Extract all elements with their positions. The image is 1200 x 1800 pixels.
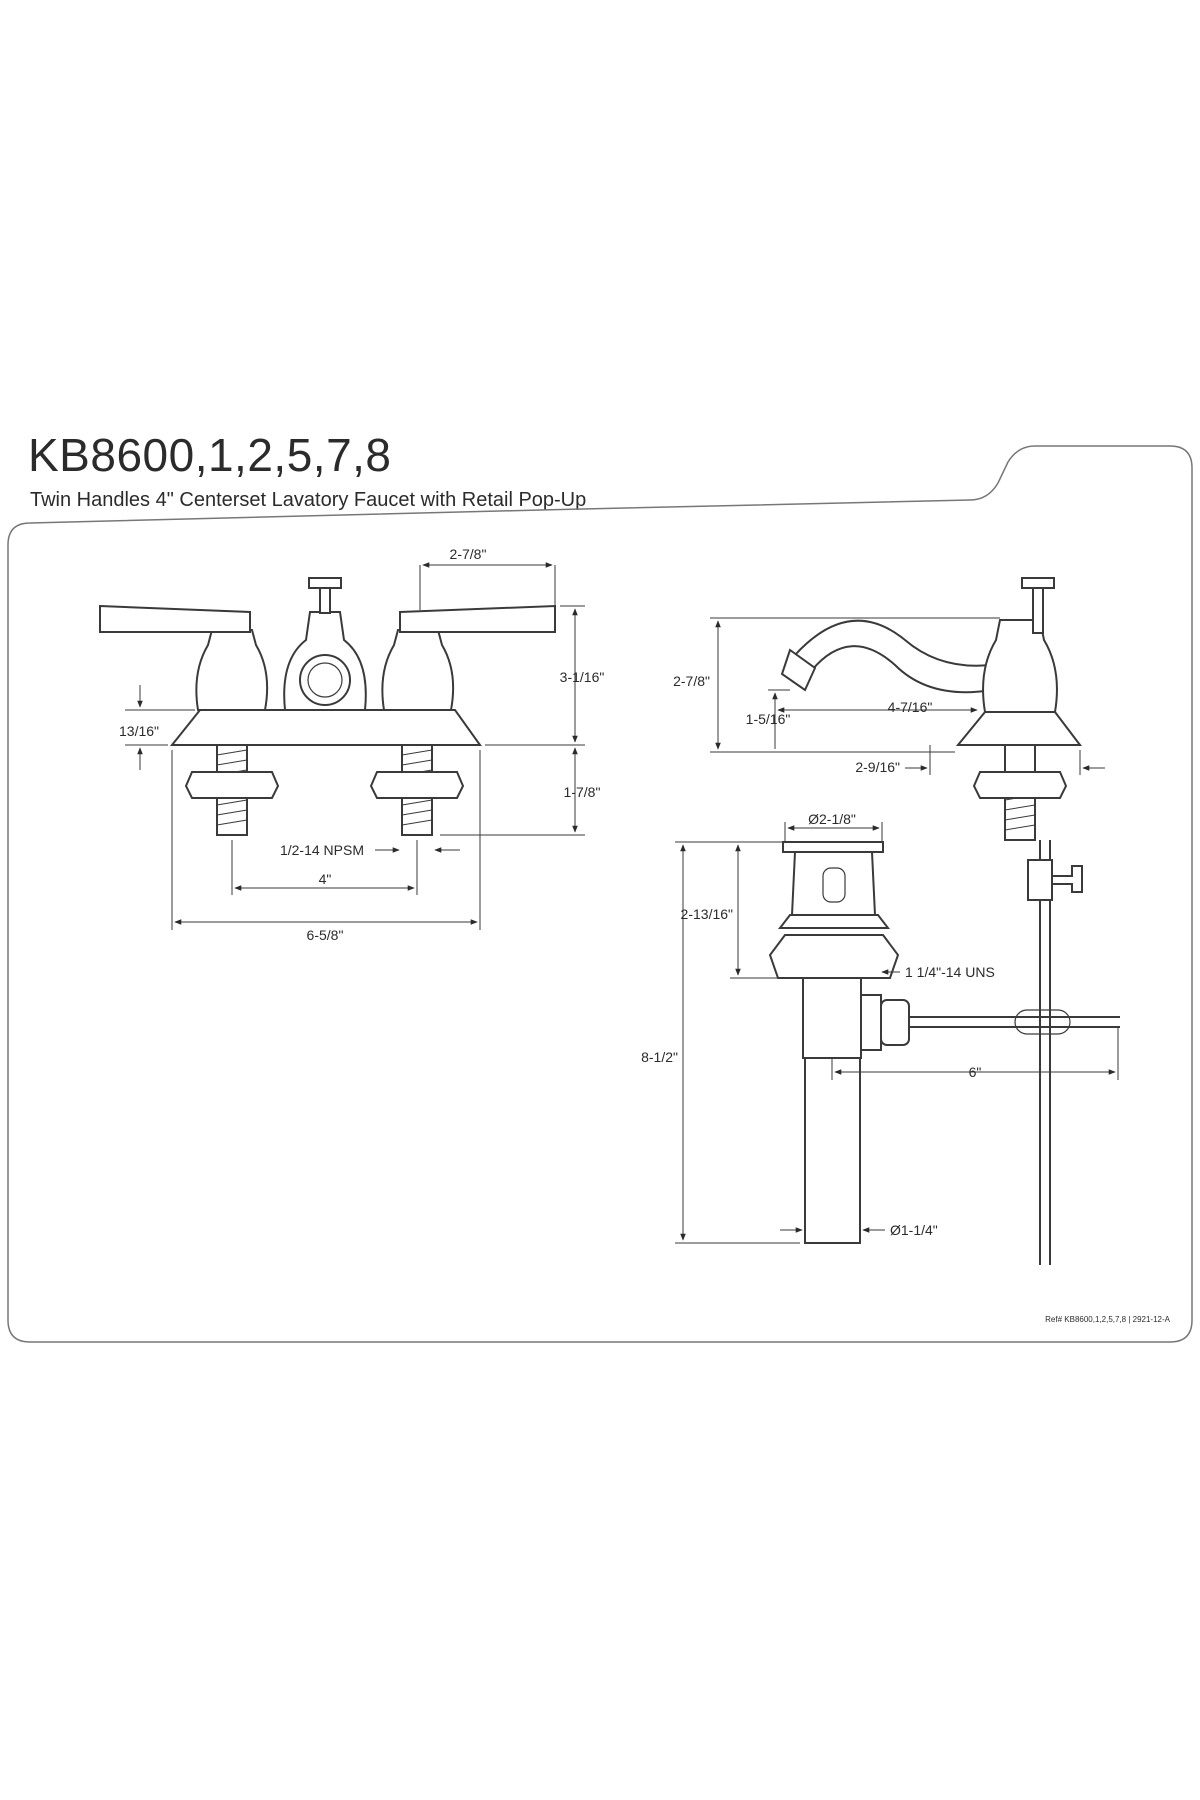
right-handle-body [381, 629, 455, 711]
dim-deck-height: 13/16" [119, 723, 159, 739]
side-popup-rod [1032, 587, 1044, 634]
pivot-nut [860, 994, 882, 1051]
dim-base-offset: 2-9/16" [855, 759, 900, 775]
dim-body-height: 2-13/16" [681, 906, 733, 922]
rod-clip [1014, 1009, 1071, 1035]
front-view-faucet [99, 577, 556, 836]
pivot-cap [880, 999, 910, 1046]
dim-side-height: 2-7/8" [673, 673, 710, 689]
clevis-screw [1051, 865, 1083, 893]
deck-plate [169, 709, 482, 746]
left-mounting-nut [184, 771, 280, 799]
front-view-dimensions [125, 562, 585, 930]
dim-popup-thread: 1 1/4"-14 UNS [905, 964, 995, 980]
dim-front-height: 3-1/16" [560, 669, 605, 685]
clevis-clip [1027, 859, 1053, 901]
popup-drain-assembly [768, 841, 1120, 1244]
dim-overall-height: 8-1/2" [641, 1049, 678, 1065]
dim-spout-height: 1-5/16" [746, 711, 791, 727]
drain-flange [782, 841, 884, 853]
dim-flange-dia: Ø2-1/8" [808, 811, 856, 827]
tailpiece [804, 1057, 861, 1244]
sheet-border [7, 445, 1193, 1343]
popup-rod [319, 587, 331, 614]
dim-tail-dia: Ø1-1/4" [890, 1222, 938, 1238]
dim-overall-width: 6-5/8" [307, 927, 344, 943]
drain-washer [777, 914, 891, 929]
model-title: KB8600,1,2,5,7,8 [28, 429, 392, 481]
popup-dimensions [675, 822, 1119, 1244]
side-spout [793, 619, 994, 694]
dim-front-thread: 1/2-14 NPSM [280, 842, 364, 858]
product-description: Twin Handles 4" Centerset Lavatory Fauce… [30, 489, 587, 511]
side-view-dimensions [710, 617, 1105, 775]
side-deck-plate [955, 711, 1083, 746]
side-view-faucet [780, 577, 1083, 1265]
drain-nut [768, 934, 900, 979]
aerator [299, 654, 351, 706]
dim-handle-spread: 2-7/8" [450, 546, 487, 562]
reference-number: Ref# KB8600,1,2,5,7,8 | 2921-12-A [1045, 1315, 1170, 1324]
side-handle-body [982, 619, 1058, 713]
left-lever [99, 604, 251, 633]
popup-knob [308, 577, 342, 589]
dim-spout-reach: 4-7/16" [888, 699, 933, 715]
drain-pipe-upper [802, 977, 862, 1059]
dim-center: 4" [319, 871, 332, 887]
drain-body [790, 851, 877, 916]
right-lever [399, 604, 556, 633]
dim-rod-length: 6" [969, 1064, 982, 1080]
left-handle-body [195, 629, 269, 711]
side-aerator [780, 648, 817, 692]
dim-shank-length: 1-7/8" [564, 784, 601, 800]
right-mounting-nut [369, 771, 465, 799]
side-popup-knob [1021, 577, 1055, 589]
side-mounting-nut [972, 771, 1068, 799]
